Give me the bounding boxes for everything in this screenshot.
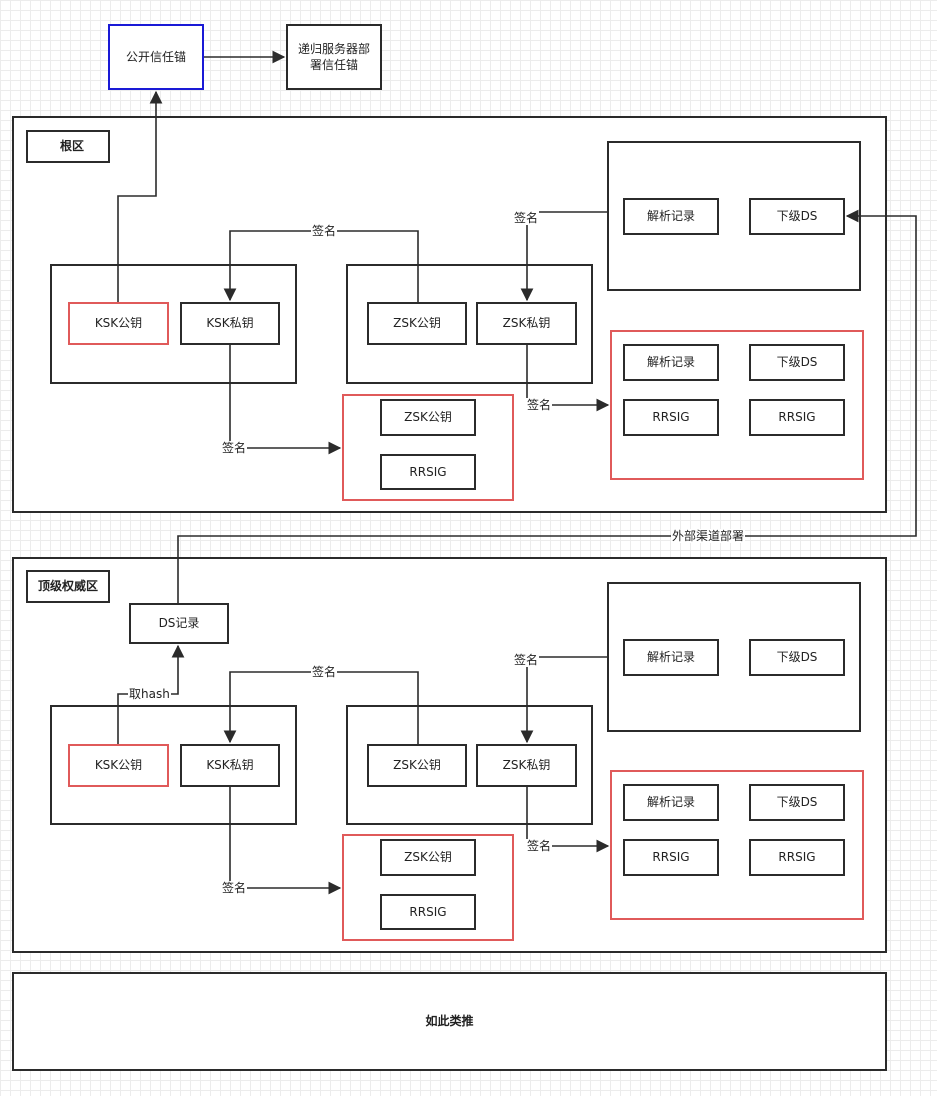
tld-signed-rrsig-2: RRSIG [749, 839, 845, 876]
root-sign-label-ksk: 签名 [221, 441, 248, 455]
arrow-root-zsk-sign [526, 345, 610, 412]
root-zsk-public: ZSK公钥 [367, 302, 467, 345]
arrow-external-channel [177, 209, 917, 603]
arrow-tld-ksk-sign [229, 787, 342, 895]
tld-resolve-record: 解析记录 [623, 639, 719, 676]
deploy-anchor-line-1: 递归服务器部 [297, 41, 370, 56]
root-zsk-private: ZSK私钥 [476, 302, 577, 345]
root-resolve-record: 解析记录 [623, 198, 719, 235]
tld-child-ds: 下级DS [749, 639, 845, 676]
tld-keyset-zsk-public: ZSK公钥 [380, 839, 476, 876]
root-ksk-public: KSK公钥 [68, 302, 169, 345]
arrow-root-ksk-to-anchor [117, 90, 163, 302]
deploy-anchor-line-2: 署信任锚 [309, 58, 358, 72]
root-sign-label-top: 签名 [311, 224, 338, 238]
tld-zone-title: 顶级权威区 [26, 570, 110, 603]
tld-ds-record: DS记录 [129, 603, 229, 644]
arrow-root-ksk-sign [229, 345, 342, 455]
root-child-ds: 下级DS [749, 198, 845, 235]
resolver-deploy-trust-anchor: 递归服务器部 署信任锚 [286, 24, 382, 90]
etc-label: 如此类推 [425, 1014, 474, 1029]
take-hash-label: 取hash [128, 687, 171, 701]
root-signed-rrsig-2: RRSIG [749, 399, 845, 436]
arrow-tld-zsk-sign [526, 787, 610, 853]
tld-sign-label-ksk: 签名 [221, 881, 248, 895]
tld-ksk-public: KSK公钥 [68, 744, 169, 787]
public-trust-anchor: 公开信任锚 [108, 24, 204, 90]
root-signed-rrsig-1: RRSIG [623, 399, 719, 436]
tld-sign-label-top: 签名 [311, 665, 338, 679]
tld-keyset-rrsig: RRSIG [380, 894, 476, 930]
tld-zsk-public: ZSK公钥 [367, 744, 467, 787]
root-signed-resolve-record: 解析记录 [623, 344, 719, 381]
tld-zsk-private: ZSK私钥 [476, 744, 577, 787]
root-keyset-rrsig: RRSIG [380, 454, 476, 490]
root-signed-child-ds: 下级DS [749, 344, 845, 381]
arrow-tld-sign-records [520, 656, 607, 744]
root-ksk-private: KSK私钥 [180, 302, 280, 345]
arrow-tld-sign-top [223, 671, 419, 744]
root-sign-label-zsk: 签名 [526, 398, 553, 412]
tld-signed-rrsig-1: RRSIG [623, 839, 719, 876]
tld-signed-child-ds: 下级DS [749, 784, 845, 821]
etc-frame: 如此类推 [12, 972, 887, 1071]
tld-ksk-private: KSK私钥 [180, 744, 280, 787]
tld-signed-resolve-record: 解析记录 [623, 784, 719, 821]
root-zone-title: 根区 [26, 130, 110, 163]
tld-sign-label-zsk: 签名 [526, 839, 553, 853]
external-channel-label: 外部渠道部署 [671, 529, 746, 543]
root-keyset-zsk-public: ZSK公钥 [380, 399, 476, 436]
arrow-root-sign-records [520, 211, 607, 302]
arrow-root-sign-top [223, 230, 419, 302]
tld-sign-label-right: 签名 [513, 653, 540, 667]
root-sign-label-right: 签名 [513, 211, 540, 225]
